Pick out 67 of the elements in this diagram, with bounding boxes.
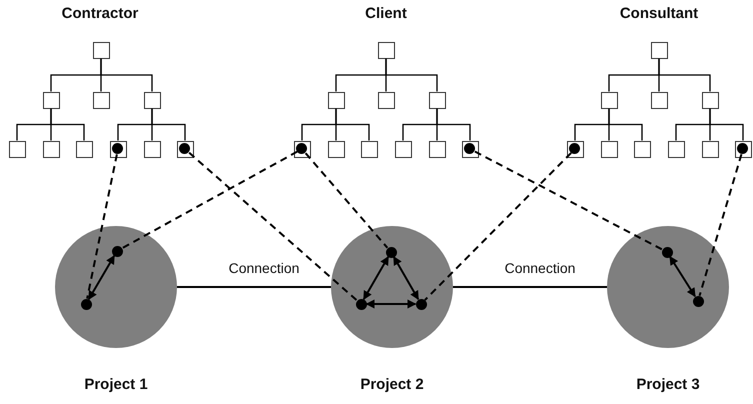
org-chart-box — [294, 140, 310, 158]
org-chart-box — [92, 42, 110, 58]
org-chart-box — [42, 140, 60, 158]
org-chart-box — [668, 140, 684, 158]
org-chart-box — [462, 140, 478, 158]
org-chart-box — [92, 92, 110, 108]
party-title: Consultant — [620, 5, 698, 22]
org-chart-box — [650, 42, 668, 58]
arrow — [669, 256, 696, 298]
edge-label: Connection — [502, 260, 578, 276]
assignment-line — [188, 152, 358, 302]
org-chart-box — [110, 140, 126, 158]
org-chart-box — [702, 92, 718, 108]
arrow — [392, 256, 420, 300]
project-label: Project 3 — [635, 376, 701, 393]
org-chart-box — [378, 42, 394, 58]
member-dot — [112, 143, 124, 154]
org-chart-box — [76, 140, 92, 158]
org-chart-line — [151, 108, 186, 140]
org-chart-line — [608, 108, 643, 140]
org-chart-box — [394, 140, 412, 158]
org-chart-line — [385, 58, 438, 92]
org-chart-box — [600, 92, 618, 108]
org-chart-box — [650, 92, 668, 108]
org-chart-line — [335, 108, 370, 140]
org-chart-line — [658, 58, 711, 92]
assignment-line — [121, 150, 298, 250]
org-chart-box — [144, 92, 160, 108]
org-chart-box — [328, 92, 344, 108]
arrow — [366, 300, 416, 308]
org-chart-box — [144, 140, 160, 158]
org-chart-line — [50, 108, 85, 140]
edge-label: Connection — [226, 260, 302, 276]
connection-line — [177, 286, 331, 288]
org-chart-box — [702, 140, 718, 158]
org-chart-box — [566, 140, 584, 158]
org-chart-box — [360, 140, 378, 158]
project-label: Project 2 — [359, 376, 425, 393]
org-chart-box — [176, 140, 194, 158]
member-dot — [296, 143, 308, 154]
member-dot — [569, 143, 580, 154]
member-dot — [179, 143, 190, 154]
arrow — [88, 254, 116, 300]
assignment-line — [474, 150, 663, 250]
arrow — [362, 256, 390, 300]
org-chart-line — [709, 108, 744, 140]
member-dot — [737, 143, 748, 154]
project-label: Project 1 — [83, 376, 149, 393]
org-chart-box — [428, 140, 446, 158]
org-chart-box — [378, 92, 394, 108]
assignment-line — [86, 154, 118, 299]
org-chart-box — [8, 140, 26, 158]
assignment-line — [698, 154, 742, 296]
assignment-line — [424, 152, 572, 301]
org-chart-line — [100, 58, 153, 92]
org-chart-line — [436, 108, 471, 140]
party-title: Client — [365, 5, 407, 22]
org-chart-box — [634, 140, 650, 158]
org-chart-box — [600, 140, 618, 158]
org-chart-box — [42, 92, 60, 108]
org-chart-box — [428, 92, 446, 108]
org-chart-box — [328, 140, 344, 158]
org-chart-box — [734, 140, 752, 158]
connection-line — [453, 286, 607, 288]
member-dot — [464, 143, 476, 154]
assignment-line — [304, 152, 388, 248]
party-title: Contractor — [62, 5, 138, 22]
